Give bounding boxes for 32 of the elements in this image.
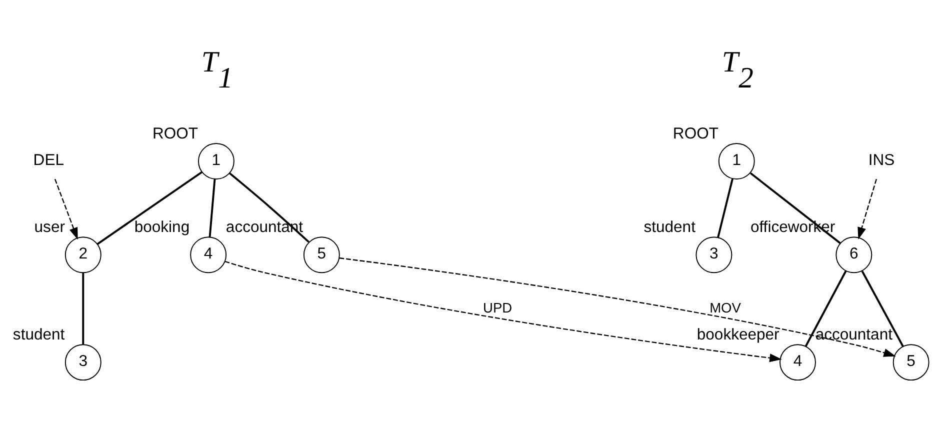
arrow bbox=[339, 257, 896, 357]
edge-label: UPD bbox=[483, 300, 512, 316]
node-circle: 3 bbox=[64, 344, 102, 381]
node-circle: 4 bbox=[190, 236, 227, 274]
node-text: DEL bbox=[33, 152, 64, 169]
node-label: booking bbox=[134, 219, 190, 236]
node-label: ROOT bbox=[152, 125, 198, 142]
arrow bbox=[858, 178, 877, 240]
node-label: accountant bbox=[815, 326, 892, 344]
connector bbox=[804, 270, 847, 347]
connector bbox=[208, 178, 216, 238]
node-label: student bbox=[12, 326, 65, 344]
node-circle: 1 bbox=[718, 143, 755, 180]
node-circle: 6 bbox=[836, 236, 872, 274]
node-label: user bbox=[34, 219, 65, 236]
edge-label: MOV bbox=[710, 300, 741, 316]
node-text: INS bbox=[868, 152, 895, 169]
node-circle: 5 bbox=[303, 236, 340, 274]
connector bbox=[82, 272, 84, 344]
node-label: ROOT bbox=[672, 125, 718, 142]
node-label: bookkeeper bbox=[696, 326, 780, 344]
arrow bbox=[224, 260, 782, 362]
node-label: student bbox=[644, 219, 696, 236]
node-circle: 2 bbox=[64, 236, 102, 274]
node-circle: 4 bbox=[780, 344, 816, 381]
arrow bbox=[54, 178, 78, 240]
node-circle: 5 bbox=[892, 344, 930, 381]
connector bbox=[96, 171, 203, 245]
connector bbox=[717, 178, 734, 238]
connector bbox=[861, 270, 904, 347]
node-circle: 3 bbox=[696, 236, 732, 274]
node-circle: 1 bbox=[198, 143, 234, 180]
